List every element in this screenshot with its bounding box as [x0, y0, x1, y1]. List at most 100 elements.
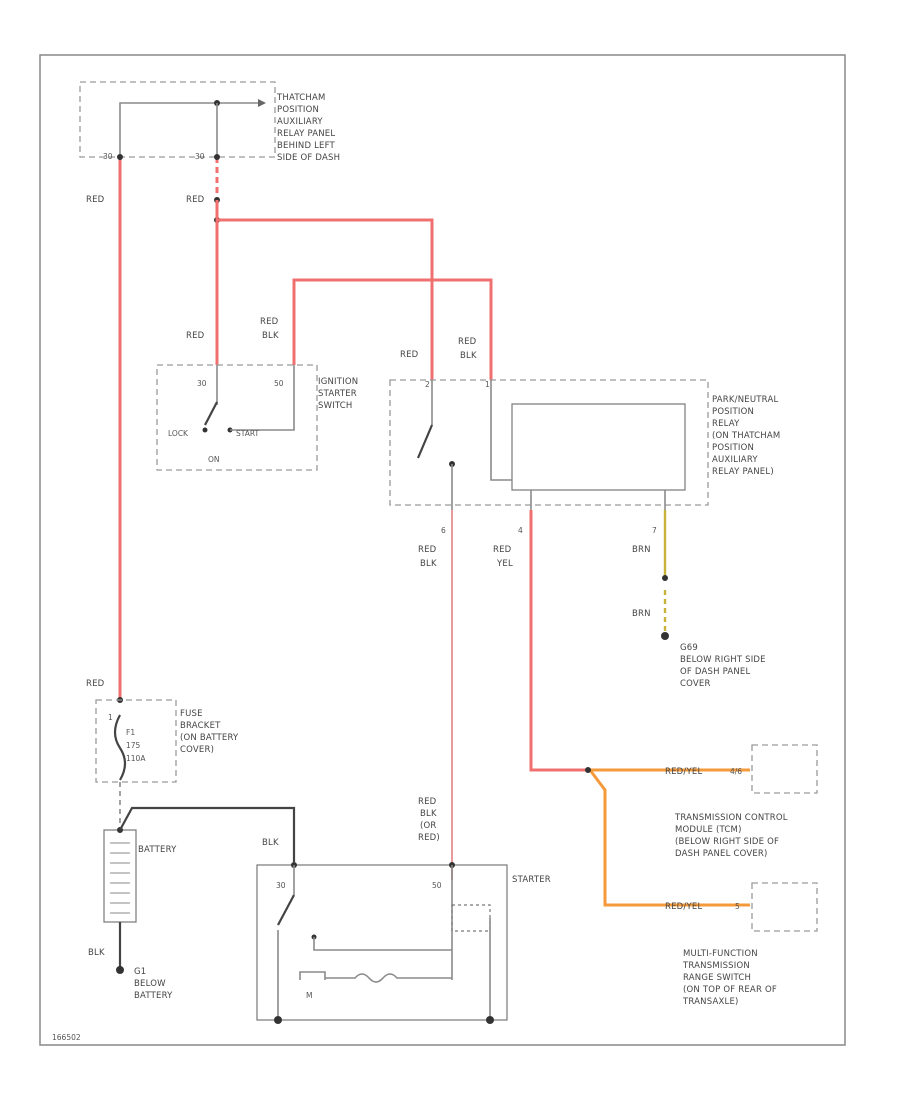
- svg-text:MULTI-FUNCTION: MULTI-FUNCTION: [683, 949, 758, 959]
- svg-text:TRANSAXLE): TRANSAXLE): [682, 997, 739, 1007]
- wire-red-blk-loop: [292, 278, 493, 380]
- ignition-switch-contact: [204, 401, 218, 426]
- svg-text:RED: RED: [260, 317, 279, 327]
- svg-text:THATCHAM: THATCHAM: [276, 93, 326, 103]
- svg-text:STARTER: STARTER: [318, 389, 357, 399]
- svg-text:RELAY PANEL): RELAY PANEL): [712, 467, 774, 477]
- svg-text:RED: RED: [418, 797, 437, 807]
- battery-icon: [103, 829, 137, 923]
- fuse-bracket-label: FUSE BRACKET (ON BATTERY COVER): [180, 709, 239, 755]
- svg-text:POSITION: POSITION: [712, 407, 754, 417]
- thatcham-relay-panel-box: [79, 81, 276, 158]
- mfs-label: MULTI-FUNCTION TRANSMISSION RANGE SWITCH…: [682, 949, 777, 1007]
- pn-relay-contact: [416, 424, 434, 459]
- svg-text:COVER): COVER): [180, 745, 214, 755]
- svg-text:FUSE: FUSE: [180, 709, 203, 719]
- svg-text:(ON TOP OF REAR OF: (ON TOP OF REAR OF: [683, 985, 777, 995]
- svg-text:RED: RED: [400, 350, 419, 360]
- svg-text:BRACKET: BRACKET: [180, 721, 221, 731]
- svg-text:BLK: BLK: [262, 331, 279, 341]
- svg-text:6: 6: [441, 526, 446, 535]
- svg-text:START: START: [236, 429, 260, 438]
- svg-text:G69: G69: [680, 643, 698, 653]
- svg-text:OF DASH PANEL: OF DASH PANEL: [680, 667, 751, 677]
- svg-text:RED: RED: [493, 545, 512, 555]
- wire-label-red-main: RED: [86, 195, 105, 205]
- svg-text:2: 2: [425, 380, 430, 389]
- ignition-label: IGNITION STARTER SWITCH: [318, 377, 358, 411]
- svg-text:POSITION: POSITION: [712, 443, 754, 453]
- svg-text:BRN: BRN: [632, 609, 651, 619]
- svg-text:DASH PANEL COVER): DASH PANEL COVER): [675, 849, 768, 859]
- park-neutral-label: PARK/NEUTRAL POSITION RELAY (ON THATCHAM…: [712, 395, 780, 477]
- wire-label-red-relay: RED: [186, 195, 205, 205]
- relay-pin-right: 30: [195, 152, 205, 161]
- svg-text:AUXILIARY: AUXILIARY: [712, 455, 758, 465]
- svg-text:(ON THATCHAM: (ON THATCHAM: [712, 431, 780, 441]
- svg-text:F1: F1: [126, 728, 135, 737]
- thatcham-label: THATCHAM POSITION AUXILIARY RELAY PANEL …: [276, 93, 340, 163]
- svg-text:4: 4: [518, 526, 523, 535]
- battery-label: BATTERY: [138, 845, 177, 855]
- park-neutral-relay-box: [389, 379, 709, 506]
- ground-g1-label: G1 BELOW BATTERY: [134, 967, 173, 1001]
- svg-text:RED: RED: [458, 337, 477, 347]
- svg-text:SWITCH: SWITCH: [318, 401, 353, 411]
- svg-text:BLK: BLK: [420, 559, 437, 569]
- svg-text:POSITION: POSITION: [277, 105, 319, 115]
- svg-text:RED/YEL: RED/YEL: [665, 902, 702, 912]
- svg-text:RED: RED: [86, 679, 105, 689]
- wire-label-red-ign: RED: [186, 331, 205, 341]
- svg-text:RED): RED): [418, 833, 440, 843]
- svg-text:7: 7: [652, 526, 657, 535]
- svg-text:BLK: BLK: [460, 351, 477, 361]
- wire-orange-mfs: [588, 769, 750, 907]
- svg-text:110A: 110A: [126, 754, 146, 763]
- ground-g69-label: G69 BELOW RIGHT SIDE OF DASH PANEL COVER: [680, 643, 766, 689]
- mfs-box: [751, 882, 818, 932]
- fuse-icon: [113, 714, 127, 781]
- svg-text:COVER: COVER: [680, 679, 711, 689]
- svg-text:BLK: BLK: [262, 838, 279, 848]
- wire-red-to-pn: [217, 218, 434, 380]
- svg-text:AUXILIARY: AUXILIARY: [277, 117, 323, 127]
- relay-pin-left: 30: [103, 152, 113, 161]
- tcm-label: TRANSMISSION CONTROL MODULE (TCM) (BELOW…: [674, 813, 788, 859]
- figure-id: 166502: [52, 1033, 81, 1042]
- svg-text:(OR: (OR: [420, 821, 437, 831]
- starter-solenoid-coil: [451, 904, 491, 932]
- ground-g69-icon: [661, 632, 669, 640]
- svg-text:TRANSMISSION CONTROL: TRANSMISSION CONTROL: [674, 813, 788, 823]
- svg-text:RANGE SWITCH: RANGE SWITCH: [683, 973, 751, 983]
- svg-text:PARK/NEUTRAL: PARK/NEUTRAL: [712, 395, 778, 405]
- svg-text:SIDE OF DASH: SIDE OF DASH: [277, 153, 340, 163]
- svg-text:RED: RED: [418, 545, 437, 555]
- svg-text:50: 50: [432, 881, 442, 890]
- svg-text:5: 5: [735, 902, 740, 911]
- svg-text:1: 1: [108, 713, 113, 722]
- starter-label: STARTER: [512, 875, 551, 885]
- starter-solenoid-contact: [277, 894, 295, 926]
- svg-text:RED/YEL: RED/YEL: [665, 767, 702, 777]
- starter-box: [256, 864, 508, 1021]
- diagram-frame: [39, 54, 846, 1046]
- svg-text:(BELOW RIGHT SIDE OF: (BELOW RIGHT SIDE OF: [675, 837, 779, 847]
- park-neutral-relay-coil: [511, 403, 686, 491]
- svg-text:BELOW: BELOW: [134, 979, 166, 989]
- starter-motor-icon: M: [306, 991, 312, 1000]
- wire-battery-starter: [119, 806, 296, 862]
- svg-text:YEL: YEL: [496, 559, 513, 569]
- svg-text:4/6: 4/6: [730, 767, 742, 776]
- svg-text:G1: G1: [134, 967, 146, 977]
- svg-text:MODULE (TCM): MODULE (TCM): [675, 825, 742, 835]
- svg-text:1: 1: [485, 380, 490, 389]
- svg-text:BRN: BRN: [632, 545, 651, 555]
- wire-red-yel: [529, 510, 588, 772]
- svg-text:BEHIND LEFT: BEHIND LEFT: [277, 141, 336, 151]
- tcm-box: [751, 744, 818, 794]
- svg-text:ON: ON: [208, 455, 220, 464]
- svg-text:RELAY PANEL: RELAY PANEL: [277, 129, 335, 139]
- ignition-switch-box: [156, 364, 318, 471]
- starter-motor-winding: [325, 973, 452, 983]
